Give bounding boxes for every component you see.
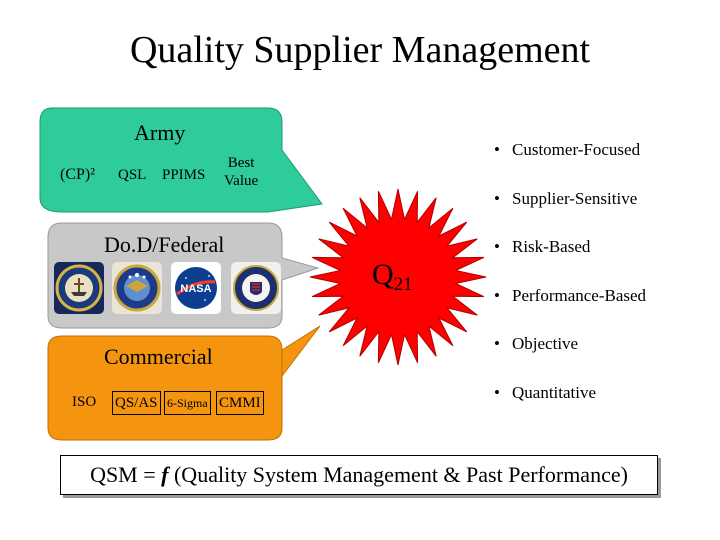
army-callout (39, 107, 323, 213)
formula-prefix: QSM = (90, 462, 162, 487)
attribute-supplier-sensitive: Supplier-Sensitive (512, 188, 638, 208)
q21-subscript: 21 (393, 274, 413, 295)
commercial-item-qsas: QS/AS (112, 391, 161, 415)
navy-seal-icon (54, 262, 104, 314)
commercial-callout (47, 325, 321, 441)
attribute-item: •Quantitative (494, 382, 597, 402)
attribute-item: •Supplier-Sensitive (494, 188, 638, 208)
army-item-cp2: (CP)² (60, 166, 96, 183)
formula-suffix: (Quality System Management & Past Perfor… (168, 462, 628, 487)
best-value-line-2: Value (224, 173, 259, 189)
army-item-ppims: PPIMS (162, 167, 206, 183)
attribute-item: •Performance-Based (494, 285, 647, 305)
attribute-performance-based: Performance-Based (512, 285, 647, 305)
best-value-line-1: Best (227, 155, 255, 171)
attribute-quantitative: Quantitative (512, 382, 597, 402)
army-label: Army (134, 120, 186, 145)
air-force-seal-icon (112, 262, 162, 314)
q21-starburst (309, 188, 487, 366)
attribute-customer-focused: Customer-Focused (512, 140, 641, 159)
attribute-item: •Objective (494, 334, 579, 353)
dod-seal-icon (231, 262, 281, 314)
q21-letter: Q (372, 258, 394, 291)
commercial-item-6sigma: 6-Sigma (164, 391, 211, 415)
attribute-item: •Risk-Based (494, 237, 591, 256)
attribute-objective: Objective (512, 334, 579, 353)
commercial-label: Commercial (104, 344, 213, 369)
slide-title: Quality Supplier Management (129, 29, 591, 71)
army-item-best-value: Best Value (224, 154, 258, 190)
commercial-item-cmmi: CMMI (216, 391, 264, 415)
attribute-item: •Customer-Focused (494, 140, 641, 159)
army-item-qsl: QSL (118, 167, 147, 183)
q21-label: Q21 (372, 258, 413, 295)
attribute-list: •Customer-Focused •Supplier-Sensitive •R… (494, 140, 646, 431)
attribute-risk-based: Risk-Based (512, 237, 591, 256)
qsm-formula: QSM = f (Quality System Management & Pas… (60, 455, 658, 495)
commercial-item-iso: ISO (72, 394, 97, 410)
nasa-logo-icon: NASA (171, 262, 221, 314)
dod-label: Do.D/Federal (104, 232, 225, 257)
formula-f: f (161, 462, 169, 487)
svg-text:NASA: NASA (180, 283, 211, 295)
